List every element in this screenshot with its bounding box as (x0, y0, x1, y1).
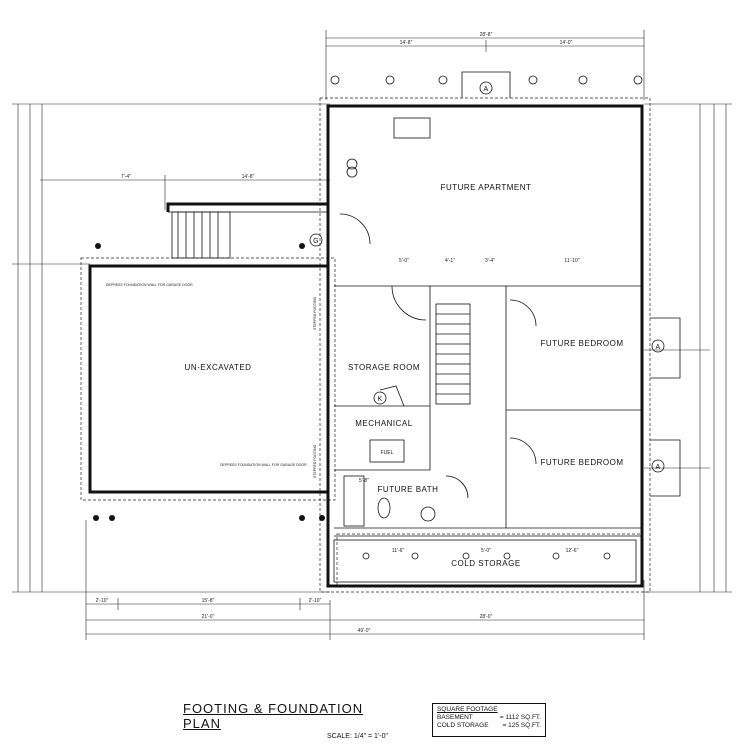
dim-top-right: 14'-0" (560, 40, 573, 46)
tag-a-bedroom-2-text: A (656, 464, 661, 471)
dim-interior-1: 5'-0" (399, 258, 409, 264)
door-swings (339, 213, 537, 499)
room-future-apartment: FUTURE APARTMENT (441, 183, 532, 192)
note-stepped-footing-top: STEPPED FOOTING (313, 296, 317, 330)
note-depress-foundation-bottom: DEPRESS FOUNDATION WALL FOR GARAGE DOOR (220, 463, 307, 467)
sqft-cold-storage-value: = 125 SQ.FT. (502, 722, 541, 729)
column-pads (93, 71, 681, 560)
sqft-basement-label: BASEMENT (437, 714, 473, 721)
dim-mid-left: 7'-4" (121, 174, 131, 180)
sqft-heading: SQUARE FOOTAGE (437, 706, 498, 713)
dim-bottom-seg-1: 2'-10" (96, 598, 109, 604)
dim-interior-3: 3'-4" (485, 258, 495, 264)
dim-top-left: 14'-8" (400, 40, 413, 46)
dim-bottom-right: 28'-0" (480, 614, 493, 620)
tag-a-top (479, 81, 493, 95)
tag-a-top-text: A (484, 86, 489, 93)
foundation-plan-drawing: A A A G K FUTURE APARTMENT UN-EXCAVATED … (12, 30, 732, 640)
square-footage-table: SQUARE FOOTAGE BASEMENT = 1112 SQ.FT. CO… (432, 703, 546, 737)
dim-interior-4: 11'-10" (564, 258, 579, 264)
note-depress-foundation-top: DEPRESS FOUNDATION WALL FOR GARAGE DOOR (106, 283, 193, 287)
drawing-scale: SCALE: 1/4" = 1'-0" (327, 733, 388, 740)
room-cold-storage: COLD STORAGE (451, 559, 520, 568)
room-future-bedroom-2: FUTURE BEDROOM (541, 458, 624, 467)
dim-mid-right: 14'-8" (242, 174, 255, 180)
dim-top-overall: 28'-8" (480, 32, 493, 38)
room-future-bedroom-1: FUTURE BEDROOM (541, 339, 624, 348)
dimension-lines (12, 30, 732, 640)
dim-bottom-seg-3: 2'-10" (309, 598, 322, 604)
dim-bath-width: 5'-8" (359, 478, 369, 484)
callout-tags: A A A G K (309, 81, 665, 473)
room-storage: STORAGE ROOM (348, 363, 420, 372)
sqft-basement-value: = 1112 SQ.FT. (499, 714, 541, 721)
drawing-title: FOOTING & FOUNDATION PLAN (183, 701, 364, 731)
note-stepped-footing-bottom: STEPPED FOOTING (313, 444, 317, 478)
tag-g-text: G (313, 238, 319, 245)
foundation-walls (88, 104, 644, 588)
dim-cold-storage-mid: 5'-0" (481, 548, 491, 554)
dim-bottom-overall: 49'-0" (358, 628, 371, 634)
room-mechanical: MECHANICAL (355, 419, 413, 428)
dim-cold-storage-right: 12'-6" (566, 548, 579, 554)
fuel-label: FUEL (381, 450, 394, 456)
dim-bottom-seg-2: 15'-8" (202, 598, 215, 604)
sqft-cold-storage-label: COLD STORAGE (437, 722, 489, 729)
tag-k-text: K (378, 396, 383, 403)
tag-g (309, 233, 323, 247)
fixtures (343, 117, 436, 527)
drawing-title-block: FOOTING & FOUNDATION PLAN SCALE: 1/4" = … (178, 701, 398, 740)
plan-notes: DEPRESS FOUNDATION WALL FOR GARAGE DOOR … (106, 283, 317, 478)
dim-bottom-left: 21'-0" (202, 614, 215, 620)
dim-cold-storage-left: 11'-6" (392, 548, 405, 554)
tag-a-bedroom-1 (651, 339, 665, 353)
room-future-bath: FUTURE BATH (378, 485, 439, 494)
tag-k (373, 391, 387, 405)
tag-a-bedroom-2 (651, 459, 665, 473)
exterior-stairs (171, 211, 231, 259)
interior-stairs (435, 303, 471, 405)
dimension-labels: 28'-8" 14'-8" 14'-0" 7'-4" 14'-8" 2'-10"… (96, 32, 580, 634)
room-labels: FUTURE APARTMENT UN-EXCAVATED STORAGE RO… (185, 183, 624, 568)
tag-a-bedroom-1-text: A (656, 344, 661, 351)
room-un-excavated: UN-EXCAVATED (185, 363, 252, 372)
dim-interior-2: 4'-1" (445, 258, 455, 264)
